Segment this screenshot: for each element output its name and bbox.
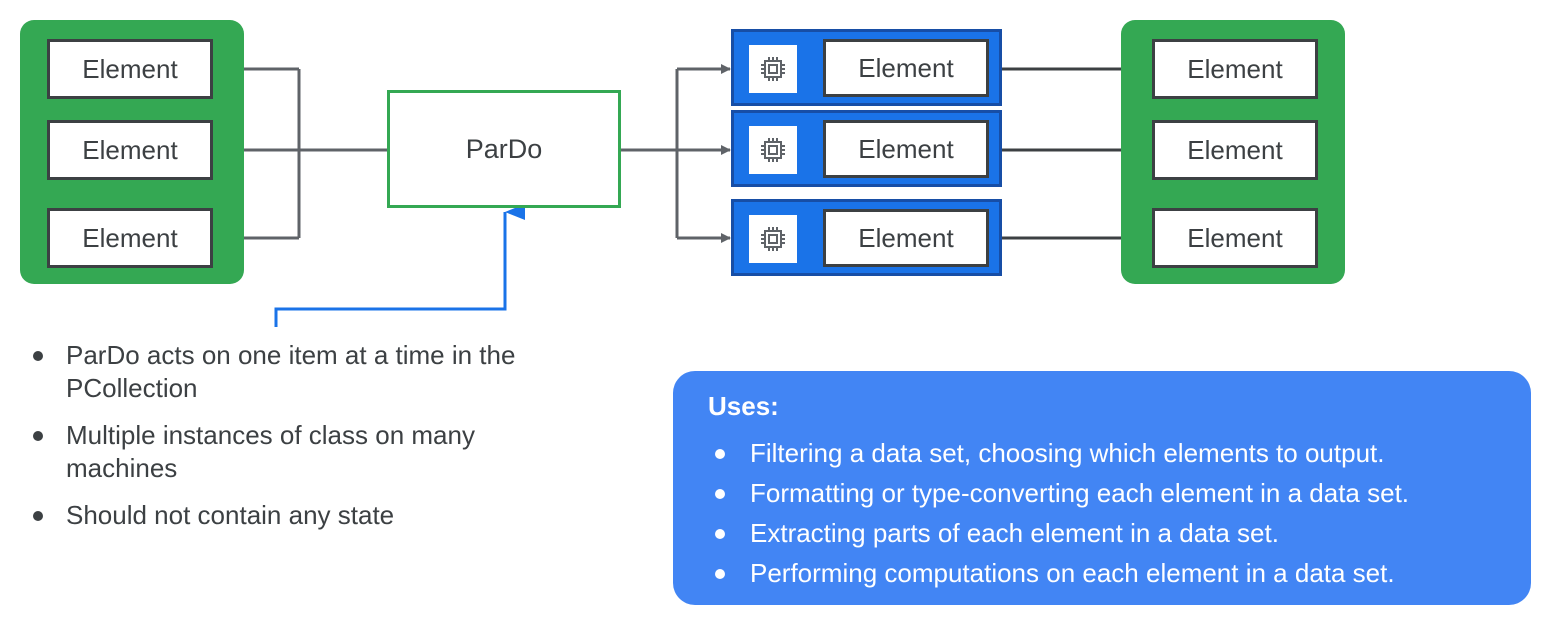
worker-1: Element [731, 29, 1002, 106]
output-element-2: Element [1152, 120, 1318, 180]
output-element-3: Element [1152, 208, 1318, 268]
worker-2: Element [731, 110, 1002, 187]
input-element-2: Element [47, 120, 213, 180]
worker-element-2: Element [823, 120, 989, 178]
output-element-1: Element [1152, 39, 1318, 99]
worker-connector [620, 64, 731, 243]
uses-title: Uses: [708, 391, 779, 421]
note-item: ParDo acts on one item at a time in the … [28, 339, 518, 405]
uses-list: Filtering a data set, choosing which ele… [705, 433, 1499, 593]
input-element-1: Element [47, 39, 213, 99]
use-item: Extracting parts of each element in a da… [705, 513, 1499, 553]
use-item: Formatting or type-converting each eleme… [705, 473, 1499, 513]
note-item: Multiple instances of class on many mach… [28, 419, 518, 485]
worker-3: Element [731, 199, 1002, 276]
uses-panel: Uses: Filtering a data set, choosing whi… [673, 371, 1531, 605]
cpu-chip-icon [749, 126, 797, 174]
input-pcollection: Element Element Element [20, 20, 244, 284]
note-item: Should not contain any state [28, 499, 518, 532]
notes-list: ParDo acts on one item at a time in the … [28, 339, 518, 546]
output-pcollection: Element Element Element [1121, 20, 1345, 284]
cpu-chip-icon [749, 45, 797, 93]
notes-pointer [274, 204, 525, 327]
input-element-3: Element [47, 208, 213, 268]
pardo-box: ParDo [387, 90, 621, 208]
use-item: Performing computations on each element … [705, 553, 1499, 593]
use-item: Filtering a data set, choosing which ele… [705, 433, 1499, 473]
cpu-chip-icon [749, 215, 797, 263]
worker-element-3: Element [823, 209, 989, 267]
worker-element-1: Element [823, 39, 989, 97]
